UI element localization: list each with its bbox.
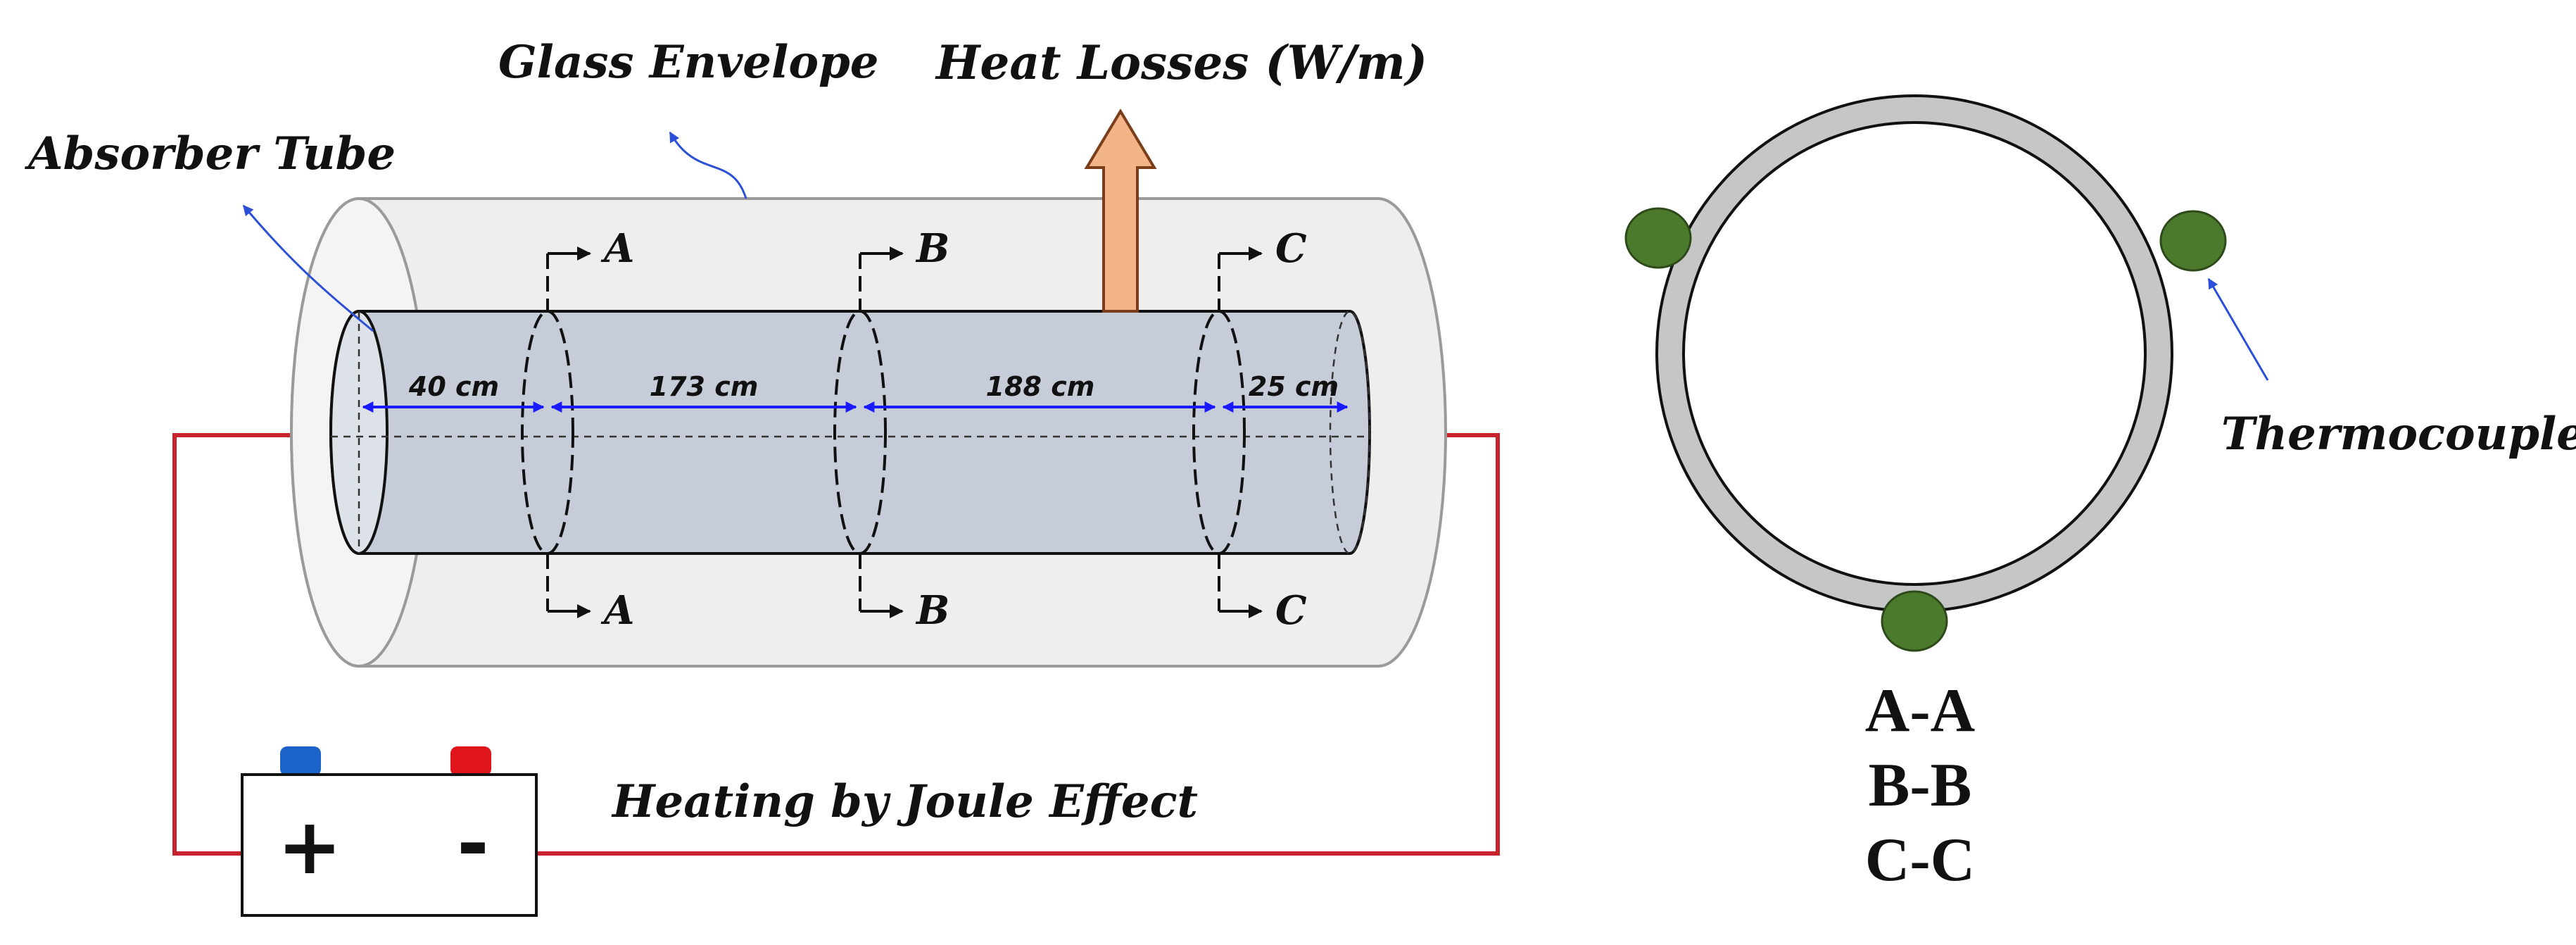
dim-label-2: 173 cm <box>650 371 759 402</box>
absorber-tube <box>329 310 1371 555</box>
thermocouple-label: Thermocouple <box>2221 408 2576 461</box>
cross-label-b: B-B <box>1869 751 1972 820</box>
heat-losses-label: Heat Losses (W/m) <box>935 35 1427 90</box>
section-c-bottom: C <box>1275 587 1307 634</box>
battery: + - <box>241 746 538 917</box>
section-planes <box>521 254 1246 611</box>
dimension-labels: 40 cm 173 cm 188 cm 25 cm <box>408 371 1339 402</box>
glass-envelope-leader <box>669 131 747 199</box>
battery-minus-sign: - <box>457 799 489 889</box>
heating-label: Heating by Joule Effect <box>611 775 1198 828</box>
heat-losses-arrow <box>1084 108 1157 313</box>
wire-left <box>172 433 315 856</box>
section-b-bottom: B <box>915 587 949 634</box>
battery-terminal-minus <box>450 746 491 776</box>
absorber-tube-leader <box>242 204 374 332</box>
thermocouple-right <box>2159 210 2227 272</box>
thermocouple-bottom <box>1881 590 1948 652</box>
cross-label-a: A-A <box>1865 677 1975 745</box>
section-a-bottom: A <box>600 587 634 634</box>
section-a-top: A <box>600 225 634 272</box>
glass-envelope-label: Glass Envelope <box>498 36 878 89</box>
dim-label-3: 188 cm <box>986 371 1095 402</box>
section-arrows <box>548 246 1263 618</box>
section-b-top: B <box>915 225 949 272</box>
cross-label-c: C-C <box>1865 826 1975 894</box>
battery-plus-sign: + <box>277 801 342 891</box>
tube-right-end-hidden <box>1329 310 1371 555</box>
cross-section-labels: A-A B-B C-C <box>1865 677 1975 894</box>
dim-label-4: 25 cm <box>1249 371 1339 402</box>
thermocouple-leader <box>2207 277 2269 381</box>
tube-inner-bore <box>1682 121 2147 586</box>
dim-label-1: 40 cm <box>408 371 499 402</box>
battery-terminal-plus <box>280 746 321 776</box>
thermocouple-left <box>1624 207 1692 269</box>
section-c-top: C <box>1275 225 1307 272</box>
absorber-tube-body <box>329 310 1371 555</box>
battery-body <box>241 773 538 917</box>
section-letters: A A B B C C <box>600 225 1307 634</box>
absorber-tube-label: Absorber Tube <box>25 127 396 180</box>
cross-section-view <box>1624 94 2269 652</box>
